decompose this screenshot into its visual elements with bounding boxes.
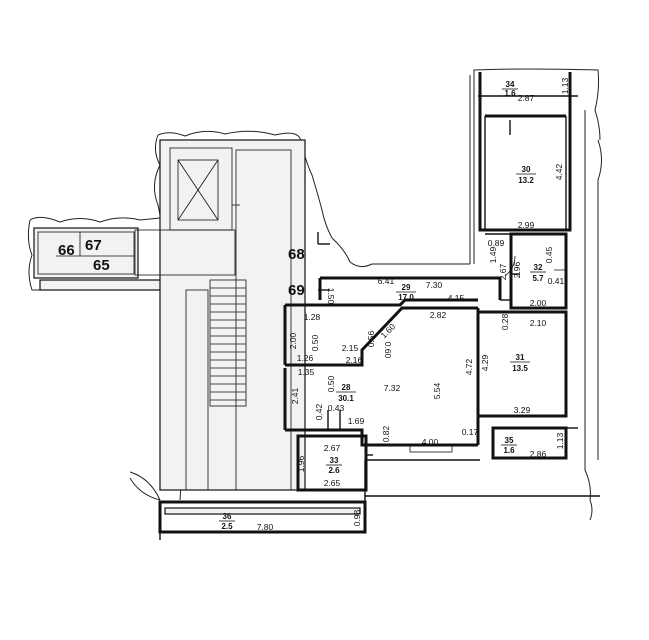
dim-label: 0.42	[314, 403, 324, 420]
neighbor-label-69: 69	[288, 282, 305, 299]
dim-label: 2.67	[324, 443, 341, 453]
dim-label: 4.15	[448, 293, 465, 303]
svg-text:32: 32	[534, 263, 543, 272]
dim-label: 7.30	[426, 280, 443, 290]
dim-label: 4.29	[480, 354, 490, 371]
room-34: 34 1.6	[502, 80, 518, 98]
dim-label: 2.00	[530, 298, 547, 308]
dimension-labels: 2.87 1.13 4.42 2.99 0.89 1.49 0.45 2.67 …	[257, 77, 570, 532]
dim-label: 4.00	[422, 437, 439, 447]
left-neighbor-block	[33, 227, 181, 291]
svg-text:33: 33	[330, 456, 339, 465]
dim-label: 0.17	[462, 427, 479, 437]
dim-label: 0.82	[381, 425, 391, 442]
dim-label: 1.69	[348, 416, 365, 426]
dim-label: 0.43	[328, 403, 345, 413]
svg-text:2.5: 2.5	[221, 522, 233, 531]
room-labels: 34 1.6 30 13.2 32 5.7 29 17.0 31 13.5 28…	[219, 80, 546, 531]
dim-label: 2.67	[498, 263, 508, 280]
dim-label: 0.50	[326, 375, 336, 392]
svg-text:30: 30	[522, 165, 531, 174]
stair-core	[129, 139, 306, 501]
dim-label: 1.49	[488, 246, 498, 263]
dim-label: 7.80	[257, 522, 274, 532]
dim-label: 0.89	[488, 238, 505, 248]
dim-label: 2.65	[324, 478, 341, 488]
svg-text:35: 35	[505, 436, 514, 445]
room-29: 29 17.0	[396, 283, 416, 302]
dim-label: 2.41	[290, 387, 300, 404]
dim-label: 5.54	[432, 382, 442, 399]
svg-text:28: 28	[342, 383, 351, 392]
apartment-walls	[158, 72, 600, 540]
dim-label: 2.99	[518, 220, 535, 230]
neighbor-labels: 66 67 65 68 69	[58, 237, 305, 299]
neighbor-label-67: 67	[85, 237, 102, 254]
dim-label: 4.42	[554, 163, 564, 180]
dim-label: 1.13	[560, 77, 570, 94]
dim-label: 1.35	[298, 367, 315, 377]
dim-label: 6.41	[378, 276, 395, 286]
room-35: 35 1.6	[501, 436, 517, 455]
svg-text:1.6: 1.6	[503, 446, 515, 455]
dim-label: 2.96	[512, 261, 522, 278]
svg-text:13.5: 13.5	[512, 364, 528, 373]
dim-label: 0.50	[310, 334, 320, 351]
room-28: 28 30.1	[336, 383, 356, 403]
svg-text:1.6: 1.6	[504, 89, 516, 98]
dim-label: 2.82	[430, 310, 447, 320]
room-30: 30 13.2	[516, 165, 536, 185]
dim-label: 1.26	[297, 353, 314, 363]
dim-label: 2.87	[518, 93, 535, 103]
neighbor-label-65: 65	[93, 257, 110, 274]
dim-label: 0.60	[383, 342, 393, 359]
neighbor-label-68: 68	[288, 246, 305, 263]
svg-text:31: 31	[516, 353, 525, 362]
svg-text:36: 36	[223, 512, 232, 521]
room-31: 31 13.5	[510, 353, 530, 373]
dim-label: 4.72	[464, 358, 474, 375]
staircase-steps	[210, 287, 246, 401]
dim-label: 2.10	[530, 318, 547, 328]
dim-label: 1.13	[555, 432, 565, 449]
dim-label: 2.15	[342, 343, 359, 353]
dim-label: 1.50	[326, 288, 336, 305]
svg-text:2.6: 2.6	[328, 466, 340, 475]
dim-label: 0.28	[500, 313, 510, 330]
dim-label: 2.86	[530, 449, 547, 459]
svg-text:5.7: 5.7	[532, 274, 544, 283]
svg-text:17.0: 17.0	[398, 293, 414, 302]
surrounding-outline	[27, 68, 602, 521]
dim-label: 7.32	[384, 383, 401, 393]
dim-label: 3.29	[514, 405, 531, 415]
dim-label: 1.60	[378, 321, 397, 340]
room-32: 32 5.7	[530, 263, 546, 283]
dim-label: 2.16	[346, 355, 363, 365]
dim-label: 0.41	[548, 276, 565, 286]
neighbor-label-66: 66	[58, 242, 75, 259]
dim-label: 1.28	[304, 312, 321, 322]
dim-label: 2.00	[288, 332, 298, 349]
dim-label: 0.56	[366, 330, 376, 347]
dim-label: 1.96	[296, 455, 306, 472]
svg-text:13.2: 13.2	[518, 176, 534, 185]
dim-label: 0.98	[352, 509, 362, 526]
dim-label: 0.45	[544, 246, 554, 263]
svg-text:29: 29	[402, 283, 411, 292]
svg-text:30.1: 30.1	[338, 394, 354, 403]
svg-text:34: 34	[506, 80, 515, 89]
room-36: 36 2.5	[219, 512, 235, 531]
room-33: 33 2.6	[326, 456, 342, 475]
